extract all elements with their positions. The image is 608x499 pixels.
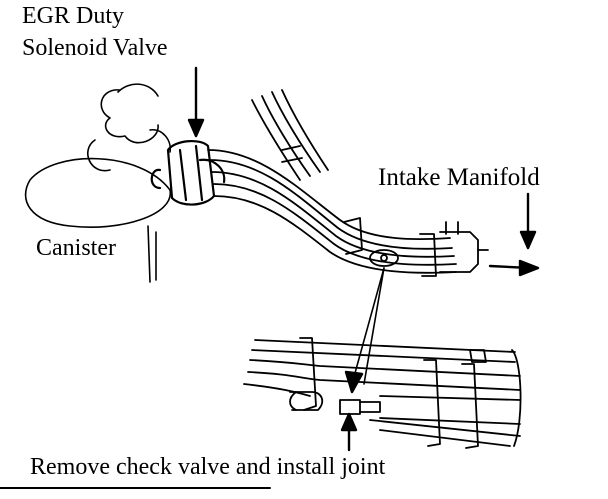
hose-bundle	[207, 89, 489, 277]
canister-label: Canister	[36, 235, 116, 261]
egr-label-line2: Solenoid Valve	[22, 35, 168, 61]
egr-label-line1: EGR Duty	[22, 3, 124, 29]
inset-hoses	[243, 337, 522, 449]
pointer-arrows	[187, 66, 540, 452]
instruction-caption: Remove check valve and install joint	[30, 454, 386, 480]
egr-solenoid-valve	[150, 140, 226, 206]
canister	[24, 83, 172, 283]
intake-manifold-label: Intake Manifold	[378, 164, 540, 191]
